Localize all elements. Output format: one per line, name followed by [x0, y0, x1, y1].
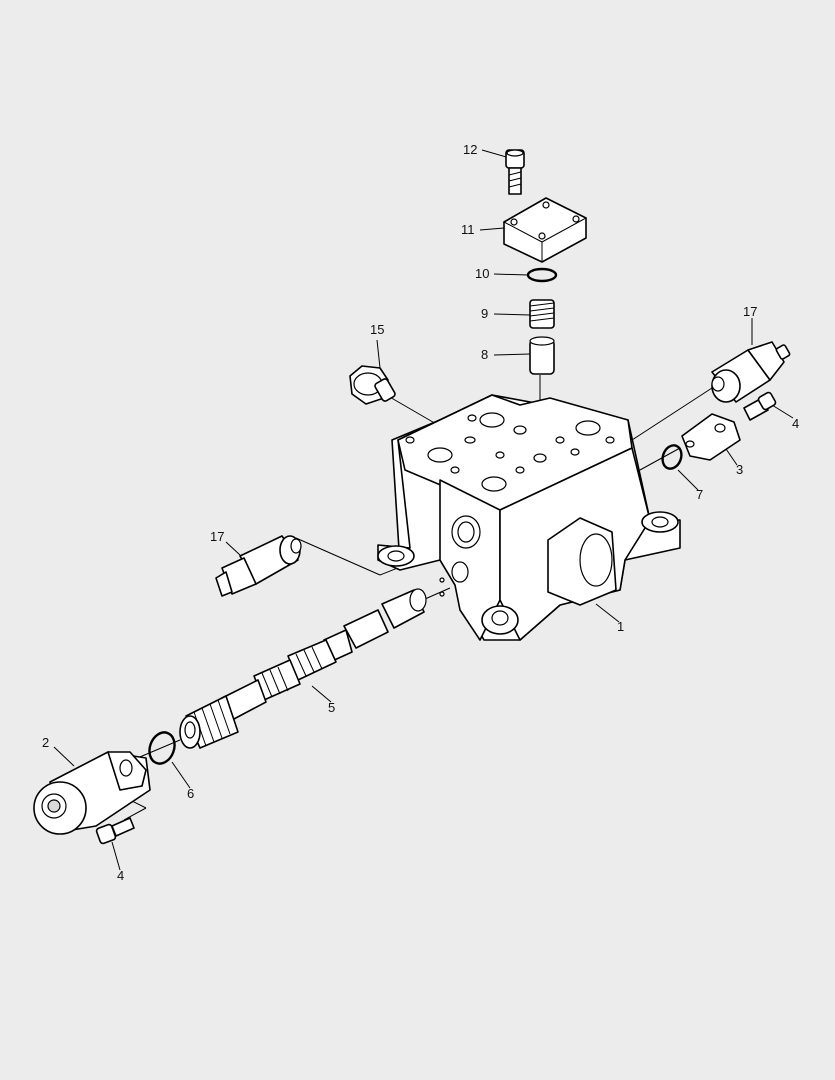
screw-4-right	[743, 391, 777, 421]
spring-9	[529, 299, 555, 329]
cover-plate-11	[502, 197, 588, 263]
callout-3: 3	[736, 462, 743, 477]
callout-10: 10	[475, 266, 489, 281]
callout-12: 12	[463, 142, 477, 157]
spool-5	[179, 588, 427, 749]
poppet-8	[529, 336, 555, 375]
callout-4-right: 4	[792, 416, 799, 431]
end-cap-2	[33, 751, 151, 835]
callout-9: 9	[481, 306, 488, 321]
callout-17-right: 17	[743, 304, 757, 319]
callout-labels: 12 11 10 9 8 15 17 4 3 7 17 1 5 2 6 4	[42, 142, 799, 883]
cap-screw-12	[505, 149, 525, 195]
callout-7: 7	[696, 487, 703, 502]
o-ring-7	[661, 444, 683, 470]
o-ring-10	[526, 267, 558, 283]
plug-15	[349, 365, 396, 405]
callout-4-left: 4	[117, 868, 124, 883]
relief-valve-17-right	[711, 341, 791, 403]
valve-body-1	[377, 394, 681, 641]
callout-15: 15	[370, 322, 384, 337]
flange-adapter-3	[681, 413, 741, 461]
callout-8: 8	[481, 347, 488, 362]
o-ring-6	[148, 731, 176, 765]
callout-17-left: 17	[210, 529, 224, 544]
relief-valve-17-left	[215, 535, 302, 597]
callout-2: 2	[42, 735, 49, 750]
callout-1: 1	[617, 619, 624, 634]
callout-6: 6	[187, 786, 194, 801]
callout-11: 11	[461, 222, 475, 237]
screw-4-left	[95, 817, 135, 845]
callout-5: 5	[328, 700, 335, 715]
